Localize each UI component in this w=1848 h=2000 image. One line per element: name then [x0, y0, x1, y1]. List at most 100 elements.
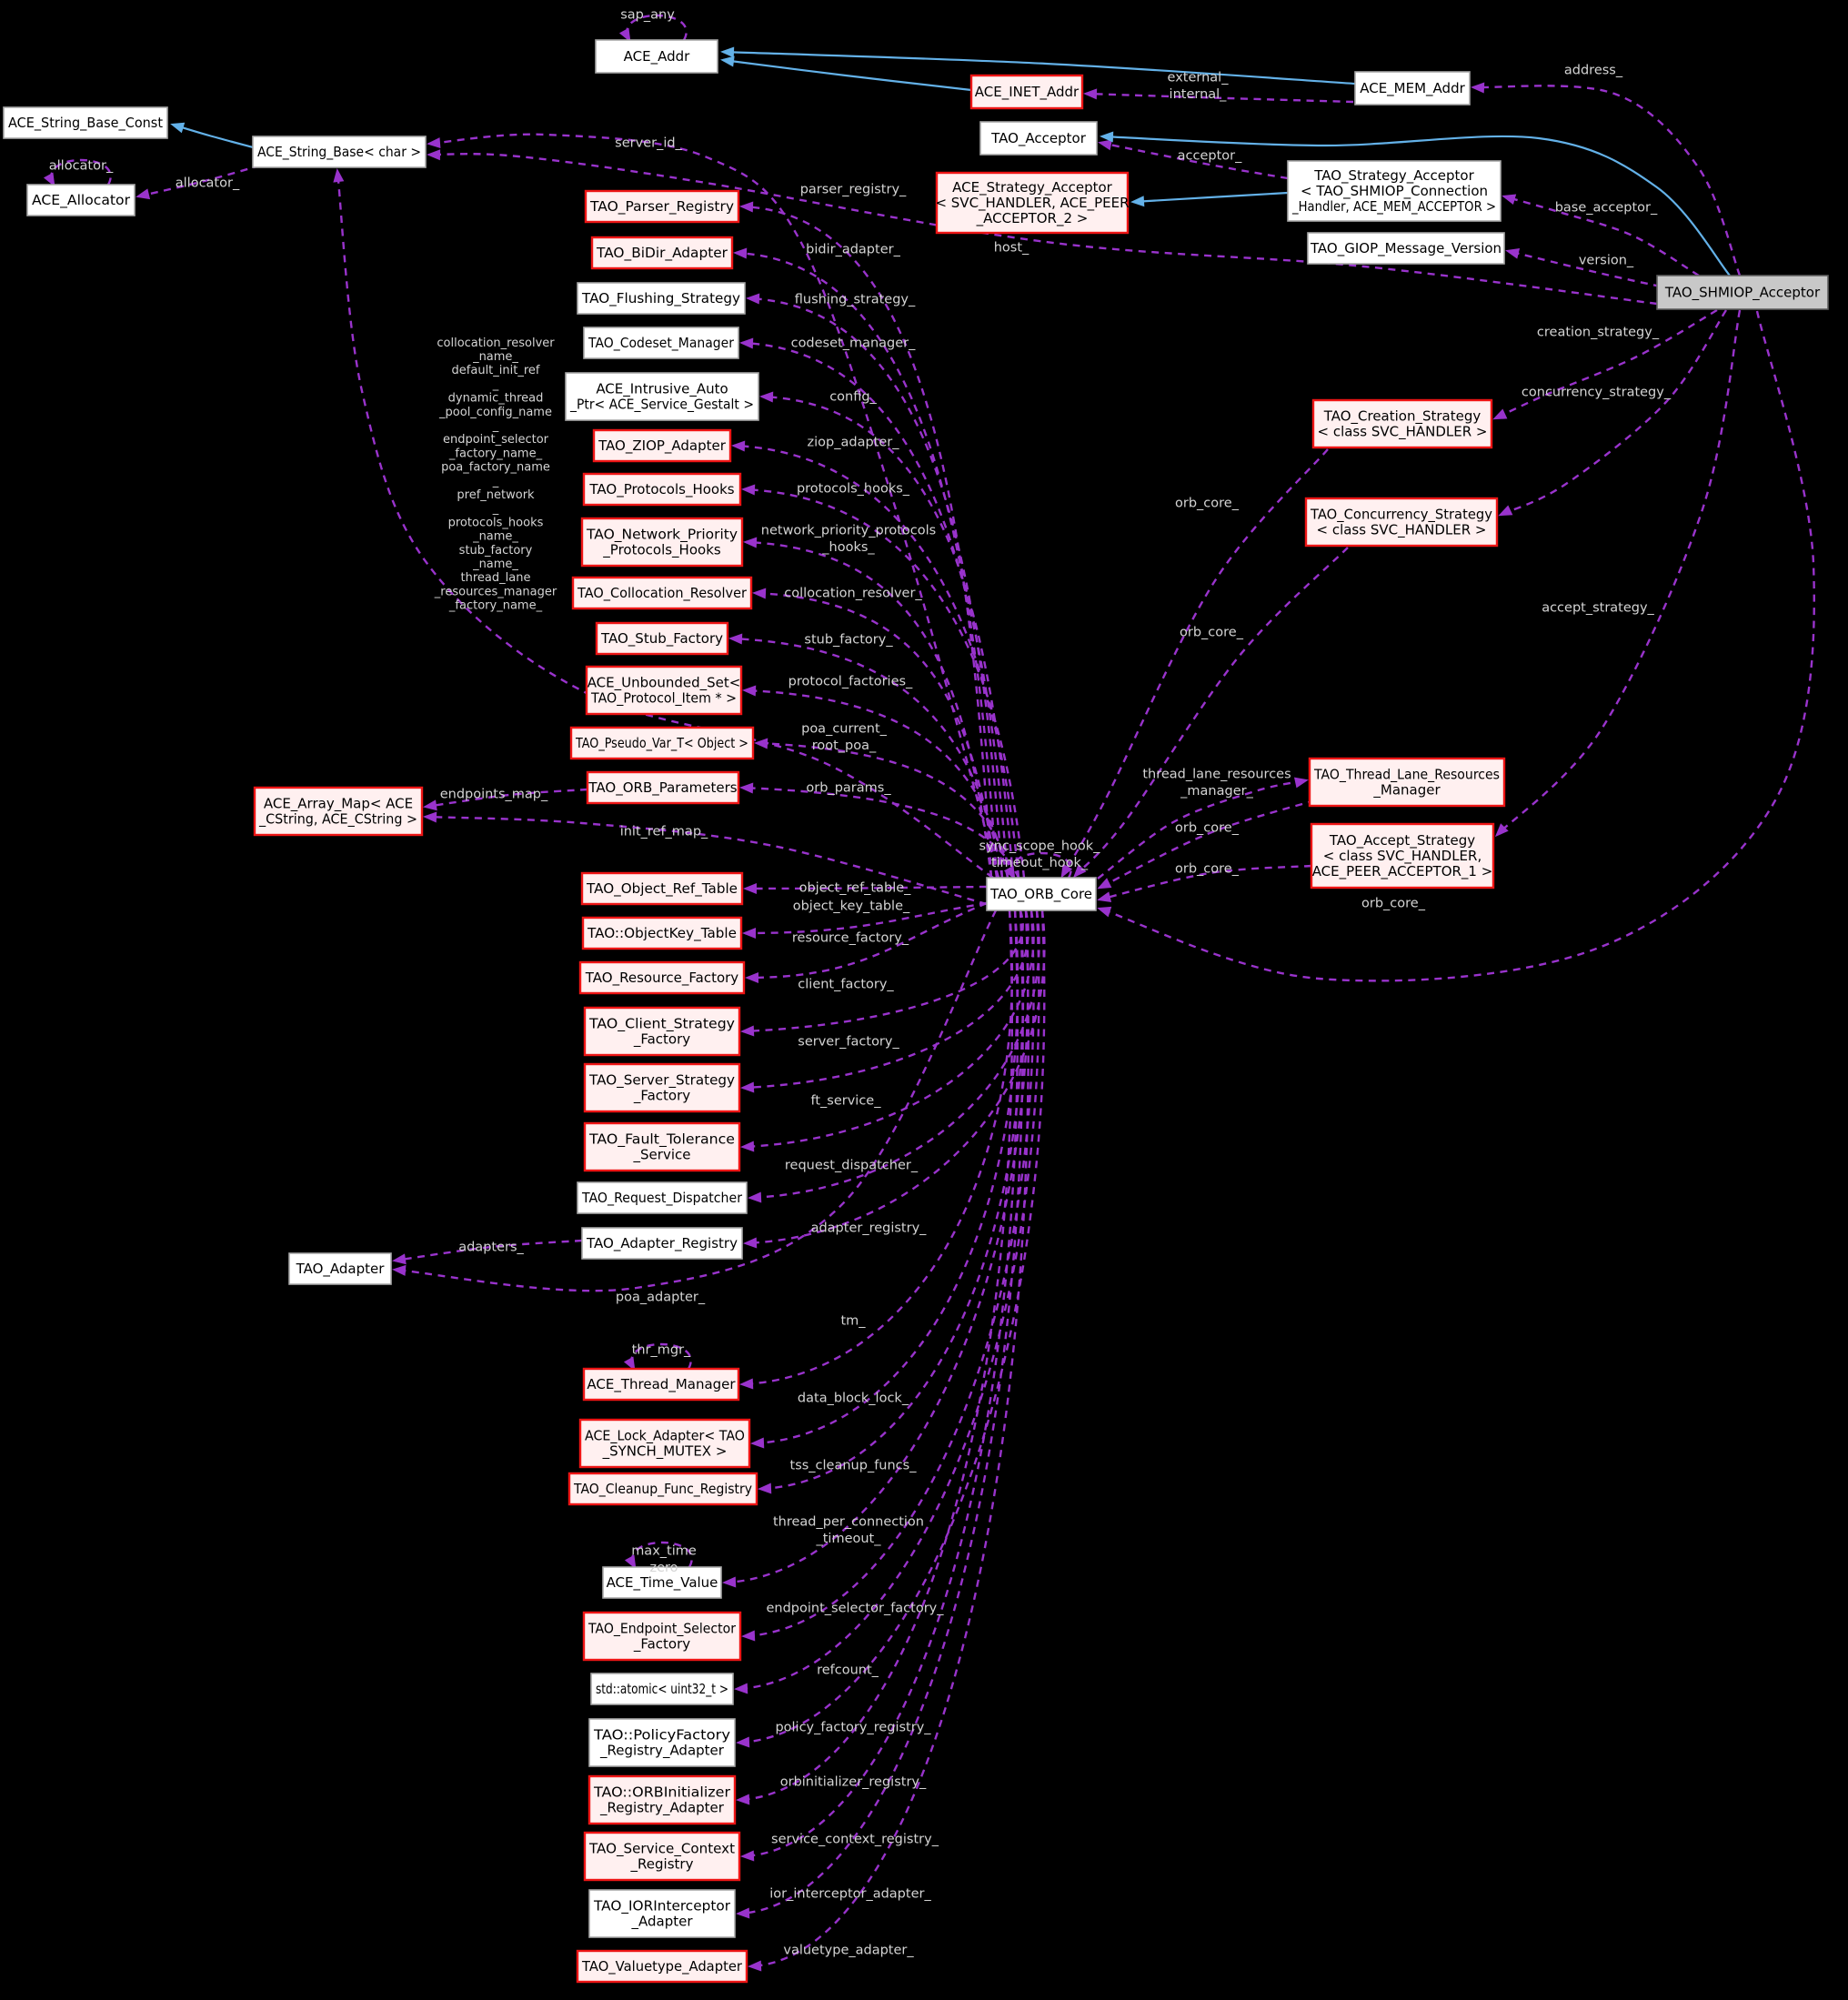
node-tao_policyfactory_registry_adapter[interactable]: TAO::PolicyFactory_Registry_Adapter: [588, 1718, 736, 1767]
node-ace_unbounded_set[interactable]: ACE_Unbounded_Set<TAO_Protocol_Item * >: [585, 665, 743, 716]
edge-tao_orb_core-to-tao_iorinterceptor_adapter: [736, 910, 1024, 1919]
node-tao_protocols_hooks[interactable]: TAO_Protocols_Hooks: [582, 472, 742, 507]
edge-tao_orb_core-to-tao_server_strategy_factory: [740, 910, 1029, 1093]
edge-tao_orb_core-to-ace_unbounded_set: [742, 685, 1009, 879]
edge-label: allocator_: [176, 176, 240, 191]
edge-tao_orb_core-to-ace_string_base: [427, 133, 1000, 879]
svg-text:TAO_Fault_Tolerance_Service: TAO_Fault_Tolerance_Service: [588, 1131, 735, 1164]
svg-text:TAO_Request_Dispatcher: TAO_Request_Dispatcher: [581, 1190, 743, 1207]
node-ace_strategy_acceptor[interactable]: ACE_Strategy_Acceptor< SVC_HANDLER, ACE_…: [935, 171, 1130, 235]
edge-label: refcount_: [817, 1663, 879, 1678]
node-tao_request_dispatcher[interactable]: TAO_Request_Dispatcher: [577, 1181, 748, 1214]
edge-tao_orb_core-to-tao_protocols_hooks: [741, 484, 1026, 879]
node-ace_addr[interactable]: ACE_Addr: [595, 39, 718, 74]
edge-tao_orb_core-to-tao_ziop_adapter: [731, 440, 1020, 879]
svg-text:TAO_Cleanup_Func_Registry: TAO_Cleanup_Func_Registry: [573, 1481, 752, 1498]
edge-label: thr_mgr_: [632, 1343, 691, 1358]
edge-label: client_factory_: [798, 978, 894, 992]
node-tao_network_priority_protocols_hooks[interactable]: TAO_Network_Priority_Protocols_Hooks: [580, 517, 744, 568]
edge-label: concurrency_strategy_: [1522, 386, 1672, 400]
svg-text:TAO_Adapter: TAO_Adapter: [296, 1261, 386, 1278]
edge-label: ziop_adapter_: [808, 436, 900, 450]
svg-text:ACE_Intrusive_Auto_Ptr< ACE_Se: ACE_Intrusive_Auto_Ptr< ACE_Service_Gest…: [569, 381, 754, 414]
node-tao_cleanup_func_registry[interactable]: TAO_Cleanup_Func_Registry: [567, 1472, 758, 1506]
edge-label: config_: [829, 390, 877, 405]
svg-text:TAO_Resource_Factory: TAO_Resource_Factory: [585, 970, 739, 987]
node-ace_thread_manager[interactable]: ACE_Thread_Manager: [582, 1367, 740, 1402]
node-tao_adapter_registry[interactable]: TAO_Adapter_Registry: [581, 1227, 743, 1260]
edge-tao_creation_strategy-to-tao_orb_core: [1060, 448, 1329, 879]
svg-text:std::atomic< uint32_t >: std::atomic< uint32_t >: [596, 1681, 728, 1698]
node-tao_accept_strategy[interactable]: TAO_Accept_Strategy< class SVC_HANDLER,A…: [1310, 822, 1495, 889]
node-tao_shmiop_acceptor[interactable]: TAO_SHMIOP_Acceptor: [1656, 275, 1829, 310]
node-tao_orb_core[interactable]: TAO_ORB_Core: [986, 877, 1097, 911]
node-tao_ziop_adapter[interactable]: TAO_ZIOP_Adapter: [592, 428, 732, 463]
edge-ace_mem_addr-to-ace_addr: [720, 46, 1356, 85]
node-tao_concurrency_strategy[interactable]: TAO_Concurrency_Strategy< class SVC_HAND…: [1304, 497, 1499, 548]
node-ace_allocator[interactable]: ACE_Allocator: [26, 184, 136, 216]
node-tao_orbinitializer_registry_adapter[interactable]: TAO::ORBInitializer_Registry_Adapter: [588, 1774, 737, 1825]
node-tao_orb_parameters[interactable]: TAO_ORB_Parameters: [586, 770, 740, 805]
edge-ace_inet_addr-to-ace_addr: [720, 55, 972, 92]
edge-tao_shmiop_acceptor-to-tao_acceptor: [1100, 131, 1731, 276]
node-tao_acceptor[interactable]: TAO_Acceptor: [979, 121, 1098, 156]
node-std_atomic[interactable]: std::atomic< uint32_t >: [590, 1673, 734, 1705]
node-tao_resource_factory[interactable]: TAO_Resource_Factory: [578, 960, 746, 995]
node-tao_strategy_acceptor[interactable]: TAO_Strategy_Acceptor< TAO_SHMIOP_Connec…: [1287, 160, 1502, 222]
edge-tao_orb_parameters-to-ace_array_map: [423, 788, 588, 811]
node-tao_endpoint_selector_factory[interactable]: TAO_Endpoint_Selector_Factory: [582, 1611, 742, 1662]
edge-label: network_priority_protocols_hooks_: [761, 524, 936, 556]
edge-tao_orb_core-to-tao_fault_tolerance_service: [740, 910, 1035, 1152]
node-ace_array_map[interactable]: ACE_Array_Map< ACE_CString, ACE_CString …: [253, 786, 424, 837]
edge-label: init_ref_map_: [620, 825, 708, 839]
self-edge-ace_allocator: [43, 158, 112, 187]
edge-tao_orb_core-to-ace_lock_adapter: [750, 910, 1019, 1449]
edge-tao_orb_core-to-ace_thread_manager: [739, 910, 1014, 1390]
edge-label: protocol_factories_: [788, 675, 913, 689]
svg-text:TAO_Client_Strategy_Factory: TAO_Client_Strategy_Factory: [588, 1016, 735, 1049]
node-ace_inet_addr[interactable]: ACE_INET_Addr: [969, 74, 1084, 110]
edge-label: thread_per_connection_timeout_: [773, 1515, 924, 1547]
svg-text:TAO_Flushing_Strategy: TAO_Flushing_Strategy: [581, 290, 740, 307]
node-ace_lock_adapter[interactable]: ACE_Lock_Adapter< TAO_SYNCH_MUTEX >: [578, 1418, 751, 1469]
node-tao_parser_registry[interactable]: TAO_Parser_Registry: [584, 189, 740, 224]
edge-tao_accept_strategy-to-tao_orb_core: [1097, 864, 1312, 903]
node-ace_time_value[interactable]: ACE_Time_Value: [602, 1566, 722, 1599]
node-tao_collocation_resolver[interactable]: TAO_Collocation_Resolver: [571, 576, 753, 610]
edge-tao_shmiop_acceptor-to-tao_creation_strategy: [1492, 308, 1718, 420]
node-tao_objectkey_table[interactable]: TAO::ObjectKey_Table: [581, 916, 743, 950]
node-tao_client_strategy_factory[interactable]: TAO_Client_Strategy_Factory: [583, 1006, 741, 1057]
svg-text:ACE_Lock_Adapter< TAO_SYNCH_MU: ACE_Lock_Adapter< TAO_SYNCH_MUTEX >: [585, 1428, 745, 1461]
node-ace_mem_addr[interactable]: ACE_MEM_Addr: [1354, 71, 1471, 106]
node-tao_adapter[interactable]: TAO_Adapter: [288, 1252, 392, 1285]
edge-label: valuetype_adapter_: [783, 1944, 914, 1958]
node-tao_stub_factory[interactable]: TAO_Stub_Factory: [595, 621, 729, 656]
self-edge-ace_time_value: [624, 1541, 693, 1570]
node-tao_object_ref_table[interactable]: TAO_Object_Ref_Table: [580, 871, 744, 906]
svg-text:ACE_INET_Addr: ACE_INET_Addr: [975, 84, 1080, 101]
node-tao_bidir_adapter[interactable]: TAO_BiDir_Adapter: [590, 236, 734, 270]
node-ace_string_base[interactable]: ACE_String_Base< char >: [252, 136, 427, 168]
svg-text:TAO_BiDir_Adapter: TAO_BiDir_Adapter: [596, 245, 728, 262]
node-tao_service_context_registry[interactable]: TAO_Service_Context_Registry: [583, 1831, 741, 1882]
node-tao_thread_lane_resources_manager[interactable]: TAO_Thread_Lane_Resources_Manager: [1308, 757, 1506, 808]
node-tao_iorinterceptor_adapter[interactable]: TAO_IORInterceptor_Adapter: [588, 1889, 736, 1938]
edge-label: object_key_table_: [793, 899, 910, 914]
svg-text:TAO_Acceptor: TAO_Acceptor: [990, 130, 1087, 147]
edge-label: thread_lane_resources_manager_: [1142, 768, 1291, 799]
edge-tao_orb_core-to-tao_resource_factory: [745, 901, 988, 983]
node-tao_giop_message_version[interactable]: TAO_GIOP_Message_Version: [1307, 232, 1505, 265]
node-tao_pseudo_var_t[interactable]: TAO_Pseudo_Var_T< Object >: [569, 726, 755, 760]
node-tao_valuetype_adapter[interactable]: TAO_Valuetype_Adapter: [576, 1949, 748, 1984]
edge-label: collocation_resolver_name_default_init_r…: [434, 337, 557, 613]
node-ace_intrusive_auto_ptr[interactable]: ACE_Intrusive_Auto_Ptr< ACE_Service_Gest…: [565, 372, 759, 421]
svg-text:TAO_IORInterceptor_Adapter: TAO_IORInterceptor_Adapter: [593, 1898, 731, 1931]
node-tao_fault_tolerance_service[interactable]: TAO_Fault_Tolerance_Service: [583, 1121, 741, 1172]
node-tao_flushing_strategy[interactable]: TAO_Flushing_Strategy: [577, 282, 746, 315]
edge-tao_orb_core-to-tao_adapter_registry: [743, 910, 1046, 1249]
node-tao_creation_strategy[interactable]: TAO_Creation_Strategy< class SVC_HANDLER…: [1311, 398, 1493, 449]
node-tao_codeset_manager[interactable]: TAO_Codeset_Manager: [583, 327, 739, 359]
node-ace_string_base_const[interactable]: ACE_String_Base_Const: [3, 106, 168, 139]
node-tao_server_strategy_factory[interactable]: TAO_Server_Strategy_Factory: [583, 1062, 741, 1113]
